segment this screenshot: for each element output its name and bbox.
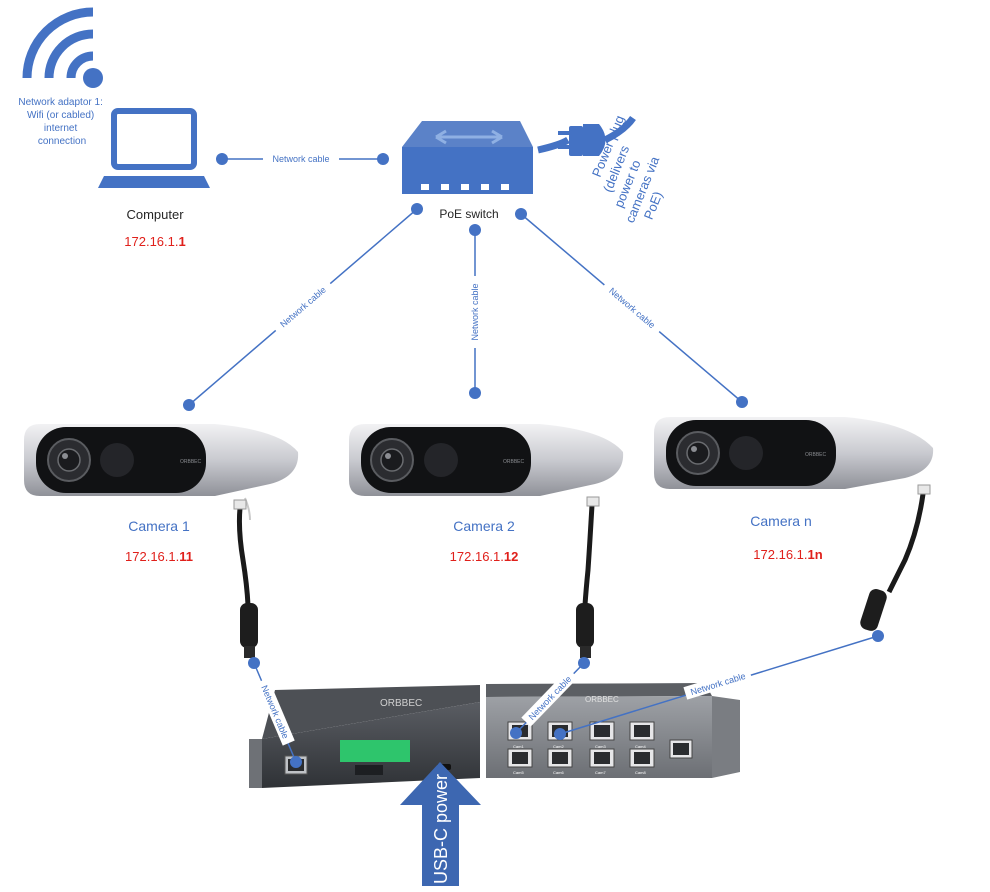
cable-switch-camera-2: Network cable bbox=[468, 224, 481, 399]
camera-1-pigtail bbox=[233, 499, 258, 658]
cable-switch-camera-n: Network cable bbox=[515, 208, 748, 408]
power-plug-icon bbox=[537, 115, 636, 156]
switch-label: PoE switch bbox=[439, 207, 498, 221]
svg-text:Cam2: Cam2 bbox=[553, 744, 564, 749]
svg-text:Network cable: Network cable bbox=[470, 283, 480, 340]
camera-2-ip: 172.16.1.12 bbox=[450, 549, 519, 564]
hub-port: Cam5 bbox=[507, 748, 533, 775]
cable-switch-camera-1: Network cable bbox=[183, 203, 423, 411]
svg-text:Cam4: Cam4 bbox=[635, 744, 646, 749]
camera-hub-device: ORBBEC ORBBEC bbox=[249, 683, 740, 788]
hub-port: Cam7 bbox=[589, 748, 615, 775]
svg-text:Network cable: Network cable bbox=[607, 286, 657, 331]
wifi-label: Network adaptor 1: Wifi (or cabled) inte… bbox=[18, 97, 105, 147]
svg-text:Cam3: Cam3 bbox=[595, 744, 606, 749]
svg-text:USB-C power: USB-C power bbox=[431, 774, 451, 884]
camera-n-label: Camera n bbox=[750, 513, 811, 529]
hub-port: Cam8 bbox=[629, 748, 655, 775]
camera-1-device: ORBBEC bbox=[24, 424, 299, 521]
computer-label: Computer bbox=[126, 207, 184, 222]
svg-text:Cam6: Cam6 bbox=[553, 770, 564, 775]
computer-ip: 172.16.1.1 bbox=[124, 234, 185, 249]
svg-text:Cam5: Cam5 bbox=[513, 770, 524, 775]
hub-port-grid: Cam1 Cam2 Cam3 Cam4 Cam5 Cam6 bbox=[507, 721, 693, 775]
svg-text:ORBBEC: ORBBEC bbox=[805, 452, 827, 458]
usb-c-power-arrow: USB-C power bbox=[400, 762, 481, 886]
camera-1-ip: 172.16.1.11 bbox=[125, 549, 193, 564]
svg-text:Cam8: Cam8 bbox=[635, 770, 646, 775]
wifi-icon bbox=[22, 7, 103, 88]
svg-text:ORBBEC: ORBBEC bbox=[380, 698, 422, 709]
svg-text:Cam1: Cam1 bbox=[513, 744, 524, 749]
cable-label: Network cable bbox=[272, 154, 329, 164]
camera-2-pigtail bbox=[576, 496, 600, 658]
svg-text:ORBBEC: ORBBEC bbox=[585, 695, 619, 704]
laptop-icon bbox=[98, 108, 210, 188]
camera-n-pigtail bbox=[860, 484, 931, 631]
hub-port: Cam6 bbox=[547, 748, 573, 775]
svg-text:ORBBEC: ORBBEC bbox=[180, 459, 202, 465]
hub-port: Cam4 bbox=[629, 721, 655, 749]
svg-text:ORBBEC: ORBBEC bbox=[503, 459, 525, 465]
hub-port: Cam3 bbox=[589, 721, 615, 749]
poe-switch-icon bbox=[402, 121, 533, 194]
camera-n-device: ORBBEC bbox=[654, 417, 934, 489]
camera-n-ip: 172.16.1.1n bbox=[753, 547, 822, 562]
camera-2-device: ORBBEC bbox=[349, 424, 624, 496]
cable-computer-switch: Network cable bbox=[216, 152, 389, 165]
svg-text:Cam7: Cam7 bbox=[595, 770, 606, 775]
camera-1-label: Camera 1 bbox=[128, 518, 190, 534]
svg-text:Network cable: Network cable bbox=[278, 285, 328, 330]
camera-2-label: Camera 2 bbox=[453, 518, 515, 534]
